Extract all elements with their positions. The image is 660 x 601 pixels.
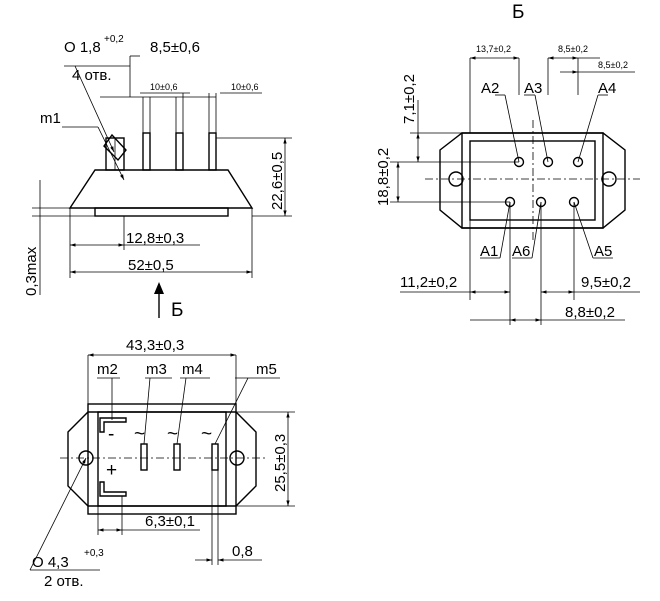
view-b-title: Б (512, 2, 524, 23)
side-view-labels: О 1,8 +0,2 4 отв. 8,5±0,6 10±0,6 10±0,6 … (23, 34, 286, 321)
marker-m1: m1 (40, 110, 61, 127)
marker-m4: m4 (182, 361, 203, 378)
plan-hole-count: 2 отв. (44, 573, 84, 590)
hole-diameter-label: О 1,8 (64, 39, 101, 56)
hole-tolerance-label: +0,2 (104, 34, 124, 45)
plan-height-dim: 25,5±0,3 (272, 434, 289, 492)
pin-label-a4: A4 (598, 80, 616, 97)
plan-view (29, 353, 295, 571)
lead-width-label-2: 10±0,6 (231, 82, 258, 92)
pin-label-a2: A2 (481, 80, 499, 97)
tilde-3: ~ (201, 424, 212, 445)
marker-m5: m5 (256, 361, 277, 378)
marker-m3: m3 (146, 361, 167, 378)
height-dim-label: 22,6±0,5 (269, 152, 286, 210)
pin-label-a1: A1 (480, 243, 498, 260)
view-b-labels: Б 13,7±0,2 8,5±0,2 8,5±0,2 A2 A3 A4 A1 A… (375, 2, 631, 321)
tilde-2: ~ (167, 424, 178, 445)
lead-width-label-1: 10±0,6 (150, 82, 177, 92)
view-b (390, 56, 640, 325)
dim-top-1: 13,7±0,2 (476, 44, 511, 54)
plan-spacing-dim: 6,3±0,1 (145, 513, 195, 530)
marker-m2: m2 (97, 361, 118, 378)
plan-hole-diameter: О 4,3 (32, 554, 69, 571)
pin-holes (504, 156, 584, 208)
pin-label-a6: A6 (512, 243, 530, 260)
dim-v-2: 18,8±0,2 (375, 148, 392, 206)
plan-view-labels: 43,3±0,3 m2 m3 m4 m5 - + ~ ~ ~ 25,5±0,3 … (32, 337, 289, 590)
plus-sign: + (106, 460, 117, 481)
dim-top-3: 8,5±0,2 (598, 60, 628, 70)
pin-label-a5: A5 (594, 243, 612, 260)
plan-hole-tolerance: +0,3 (84, 548, 104, 559)
dim-v-1: 7,1±0,2 (401, 74, 418, 124)
length-dim-label: 52±0,5 (128, 257, 174, 274)
plan-thickness-dim: 0,8 (232, 543, 253, 560)
minus-sign: - (108, 424, 114, 445)
view-arrow-label: Б (171, 300, 183, 321)
plan-length-dim: 43,3±0,3 (126, 337, 184, 354)
base-width-dim-label: 12,8±0,3 (126, 230, 184, 247)
dim-bottom-2: 9,5±0,2 (581, 274, 631, 291)
side-view (32, 55, 292, 318)
lead-pins (105, 132, 217, 171)
dim-bottom-3: 8,8±0,2 (565, 304, 615, 321)
pin-label-a3: A3 (524, 80, 542, 97)
tilde-1: ~ (134, 424, 145, 445)
max-dim-label: 0,3max (23, 246, 40, 296)
svg-text:О 1,8: О 1,8 (64, 39, 101, 56)
dim-top-2: 8,5±0,2 (558, 44, 588, 54)
hole-count-label: 4 отв. (72, 67, 112, 84)
pitch-dim-label: 8,5±0,6 (150, 39, 200, 56)
dim-bottom-1: 11,2±0,2 (400, 274, 457, 291)
